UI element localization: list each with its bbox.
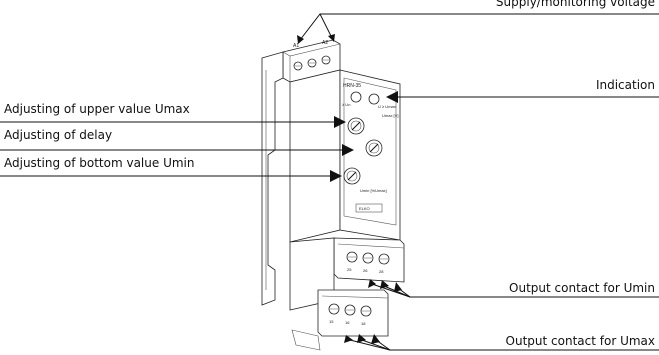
terminal-18: 18: [361, 321, 366, 326]
brand-label: ELKO: [359, 206, 370, 211]
terminal-28: 28: [379, 269, 384, 274]
knob-bottom-icon[interactable]: [343, 167, 361, 185]
knob-upper-icon[interactable]: [347, 117, 365, 135]
relay-device: [261, 39, 405, 351]
led-left-label: ≥ Un: [342, 102, 350, 107]
upper-unit-label: Umax [V]: [382, 113, 398, 118]
callout-out-umax: [344, 334, 659, 351]
bottom-unit-label: Umin [%Umax]: [360, 188, 387, 193]
callout-upper: [0, 116, 346, 128]
label-indication: Indication: [596, 78, 655, 92]
label-out-umax: Output contact for Umax: [506, 334, 655, 348]
label-adj-bottom: Adjusting of bottom value Umin: [4, 156, 194, 170]
label-supply: Supply/monitoring voltage: [496, 0, 655, 9]
callout-delay: [0, 144, 354, 156]
terminal-a1: A1: [293, 43, 299, 49]
label-adj-delay: Adjusting of delay: [4, 128, 112, 142]
callout-bottom: [0, 170, 342, 182]
led-right-icon: [368, 93, 380, 105]
callout-indication: [386, 91, 659, 103]
terminal-a2: A2: [322, 40, 328, 46]
terminal-25: 25: [347, 267, 352, 272]
terminal-26: 26: [363, 268, 368, 273]
callout-out-umin: [368, 279, 659, 298]
knob-delay-icon[interactable]: [365, 139, 383, 157]
label-adj-upper: Adjusting of upper value Umax: [4, 102, 190, 116]
led-right-label: U ≥ Umax: [378, 104, 396, 109]
device-model: HRN-35: [343, 83, 361, 89]
terminal-16: 16: [345, 320, 350, 325]
led-left-icon: [350, 91, 362, 103]
terminal-15: 15: [329, 319, 334, 324]
label-out-umin: Output contact for Umin: [509, 281, 655, 295]
callout-supply: [297, 13, 659, 44]
